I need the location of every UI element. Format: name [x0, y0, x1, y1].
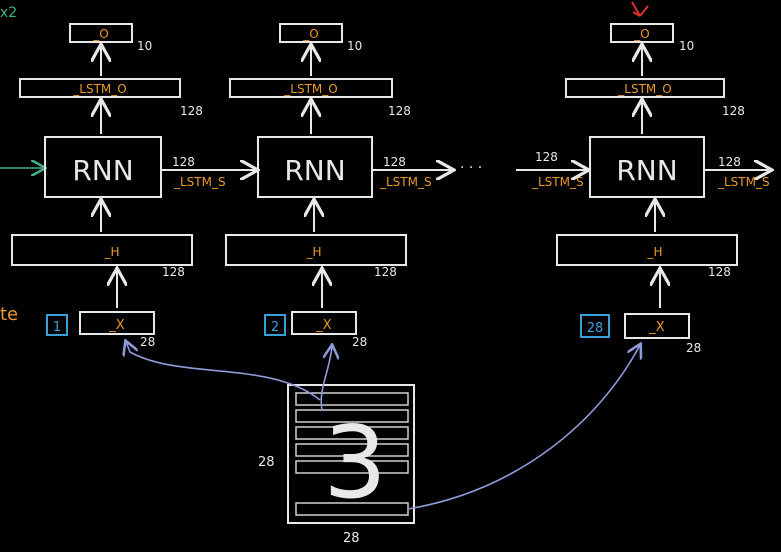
step-number: 2 [271, 320, 279, 335]
cell-2: _O 10 _LSTM_O 128 RNN _H 128 2 _X 28 128… [225, 23, 452, 349]
hidden-label: _H [305, 245, 321, 259]
input-box [624, 313, 690, 339]
step-number: 28 [587, 321, 604, 336]
step-badge [46, 314, 68, 336]
hidden-dim: 128 [162, 265, 185, 279]
rnn-label: RNN [284, 154, 345, 187]
output-label: _O [92, 27, 108, 41]
lstm-o-label: _LSTM_O [283, 82, 337, 96]
lstm-o-dim: 128 [388, 104, 411, 118]
hidden-box [556, 234, 738, 266]
rnn-label: RNN [616, 154, 677, 187]
output-label: _O [302, 27, 318, 41]
rnn-label: RNN [72, 154, 133, 187]
image-width-label: 28 [343, 531, 360, 546]
state-in-label: _LSTM_S [531, 175, 584, 189]
output-label: _O [633, 27, 649, 41]
image-row [295, 409, 409, 423]
row-1-feed-arrow [126, 342, 321, 401]
output-dim: 10 [679, 39, 694, 53]
input-label: _X [648, 320, 665, 335]
row-2-feed-arrow [320, 346, 332, 411]
lstm-o-label: _LSTM_O [617, 82, 671, 96]
input-dim: 28 [686, 341, 701, 355]
state-out-dim: 128 [172, 155, 195, 169]
input-box [291, 311, 357, 335]
step-badge [580, 314, 610, 338]
input-dim: 28 [140, 335, 155, 349]
sequence-ellipsis: · · · [460, 160, 482, 176]
red-pointer-arrow [631, 1, 649, 17]
image-row [295, 392, 409, 406]
row-28-feed-arrow [407, 345, 640, 510]
cell-1: _O 10 _LSTM_O 128 RNN _H 128 1 _X 28 128… [11, 23, 256, 349]
hidden-label: _H [646, 245, 662, 259]
hidden-box [225, 234, 407, 266]
output-dim: 10 [137, 39, 152, 53]
digit-glyph: 3 [323, 404, 387, 521]
image-height-label: 28 [258, 455, 275, 470]
state-out-dim: 128 [383, 155, 406, 169]
input-box [79, 311, 155, 335]
step-badge [264, 314, 286, 336]
cell-28: _O 10 _LSTM_O 128 128 _LSTM_S RNN _H 128… [516, 23, 770, 355]
hidden-dim: 128 [374, 265, 397, 279]
input-image: 3 28 28 [258, 384, 415, 546]
input-dim: 28 [352, 335, 367, 349]
state-out-dim: 128 [718, 155, 741, 169]
edge-label-mid: te [0, 304, 18, 325]
input-label: _X [108, 318, 125, 333]
hidden-dim: 128 [708, 265, 731, 279]
step-number: 1 [53, 320, 61, 335]
hidden-box [11, 234, 193, 266]
hidden-label: _H [103, 245, 119, 259]
state-out-label: _LSTM_S [173, 175, 226, 189]
output-dim: 10 [347, 39, 362, 53]
lstm-o-dim: 128 [722, 104, 745, 118]
image-row [295, 443, 409, 457]
image-row [295, 426, 409, 440]
state-in-dim: 128 [535, 150, 558, 164]
image-row [295, 460, 409, 474]
lstm-o-label: _LSTM_O [72, 82, 126, 96]
lstm-o-dim: 128 [180, 104, 203, 118]
edge-label-top: x2 [0, 5, 17, 21]
input-label: _X [315, 318, 332, 333]
state-out-label: _LSTM_S [717, 175, 770, 189]
state-out-label: _LSTM_S [379, 175, 432, 189]
image-frame [287, 384, 415, 524]
